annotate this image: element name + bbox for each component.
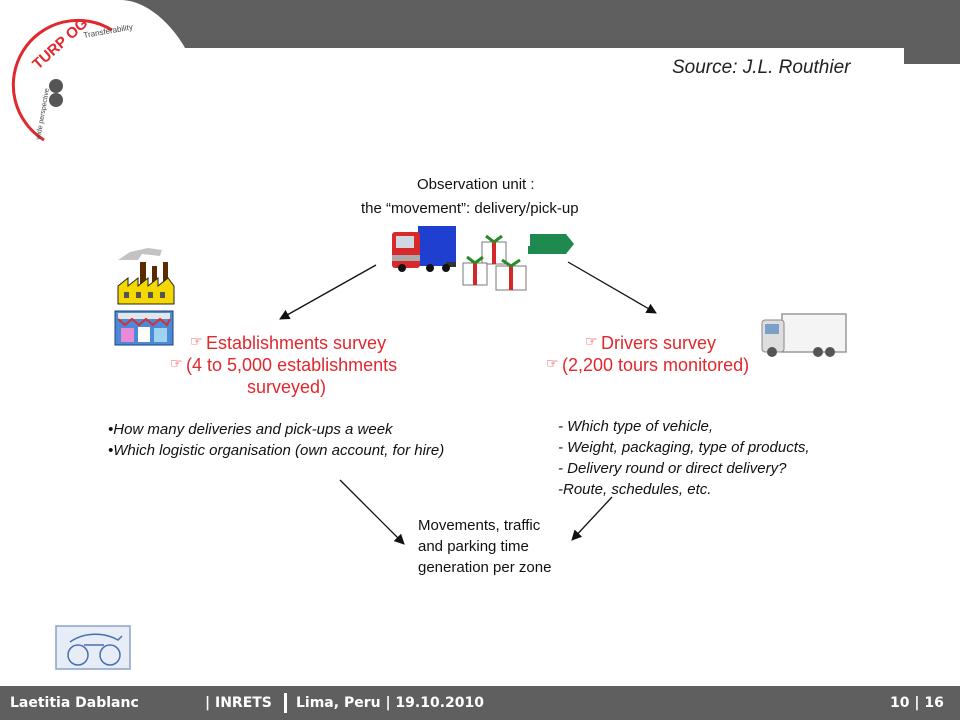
gift-boxes-icon — [462, 234, 527, 291]
establishments-bullet: •Which logistic organisation (own accoun… — [108, 442, 445, 459]
result-line: generation per zone — [418, 559, 552, 576]
arrow-left-to-result — [339, 479, 405, 545]
drivers-bullet: - Delivery round or direct delivery? — [558, 460, 787, 477]
drivers-line2: (2,200 tours monitored) — [562, 355, 750, 375]
drivers-bullet: -Route, schedules, etc. — [558, 481, 712, 498]
carriage-logo — [55, 625, 131, 670]
parcel-icon — [528, 234, 574, 254]
delivery-truck-icon — [761, 313, 847, 357]
footer-author: Laetitia Dablanc — [10, 695, 139, 711]
drivers-bullet: - Which type of vehicle, — [558, 418, 714, 435]
observation-title: Observation unit : — [417, 176, 535, 193]
establishments-line3: surveyed) — [247, 377, 327, 397]
arrow-right-to-result — [571, 496, 613, 541]
establishments-line1: Establishments survey — [206, 333, 387, 353]
shop-icon — [114, 310, 174, 346]
establishments-line2: (4 to 5,000 establishments — [186, 355, 398, 375]
pointer-icon: ☞ — [190, 334, 203, 350]
footer-page-number: 10 | 16 — [890, 695, 944, 711]
arrow-to-establishments — [279, 264, 377, 320]
result-line: and parking time — [418, 538, 529, 555]
pointer-icon: ☞ — [585, 334, 598, 350]
arrow-to-drivers — [567, 261, 657, 314]
footer-org: | INRETS — [205, 695, 272, 711]
factory-icon — [117, 248, 175, 305]
drivers-line1: Drivers survey — [601, 333, 717, 353]
drivers-bullet: - Weight, packaging, type of products, — [558, 439, 810, 456]
pointer-icon: ☞ — [546, 356, 559, 372]
result-line: Movements, traffic — [418, 517, 541, 534]
footer-place-date: Lima, Peru | 19.10.2010 — [296, 695, 485, 711]
header-notch — [904, 48, 960, 64]
footer-separator — [284, 693, 287, 713]
footer-bar: Laetitia Dablanc | INRETS Lima, Peru | 1… — [0, 686, 960, 720]
source-caption: Source: J.L. Routhier — [672, 57, 851, 78]
observation-subtitle: the “movement”: delivery/pick-up — [361, 200, 579, 217]
truck-icon — [392, 226, 456, 272]
establishments-bullet: •How many deliveries and pick-ups a week — [108, 421, 393, 438]
pointer-icon: ☞ — [170, 356, 183, 372]
logo: TURP OG Transferability wide perspective — [0, 0, 185, 141]
